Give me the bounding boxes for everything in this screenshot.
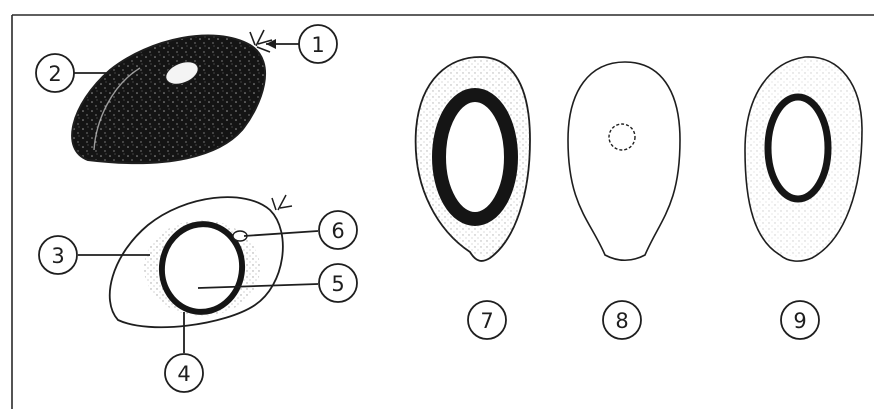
callout-7: 7 bbox=[468, 301, 506, 339]
callout-1: 1 bbox=[299, 25, 337, 63]
section-8-core bbox=[609, 124, 635, 150]
section-8 bbox=[568, 62, 680, 260]
callout-label: 8 bbox=[615, 309, 628, 333]
callout-label: 6 bbox=[331, 219, 344, 243]
callout-8: 8 bbox=[603, 301, 641, 339]
callout-9: 9 bbox=[781, 301, 819, 339]
section-9-seed-ring bbox=[768, 97, 828, 199]
callout-label: 5 bbox=[331, 272, 344, 296]
callout-label: 9 bbox=[793, 309, 806, 333]
callout-4: 4 bbox=[165, 354, 203, 392]
callout-3: 3 bbox=[39, 236, 77, 274]
section-9 bbox=[745, 57, 862, 261]
callout-label: 1 bbox=[311, 33, 324, 57]
callout-label: 4 bbox=[177, 362, 190, 386]
whole-fruit bbox=[72, 30, 272, 163]
callout-2: 2 bbox=[36, 54, 74, 92]
section-8-skin bbox=[568, 62, 680, 260]
callout-label: 7 bbox=[480, 309, 493, 333]
section-7 bbox=[416, 57, 530, 261]
fruit-skin bbox=[72, 35, 265, 163]
callout-6: 6 bbox=[319, 211, 357, 249]
stem-icon bbox=[272, 195, 292, 210]
section-7-seed-ring bbox=[439, 95, 511, 219]
callout-label: 3 bbox=[51, 244, 64, 268]
callout-5: 5 bbox=[319, 264, 357, 302]
callout-label: 2 bbox=[48, 62, 61, 86]
fruit-cross-section bbox=[110, 195, 292, 327]
